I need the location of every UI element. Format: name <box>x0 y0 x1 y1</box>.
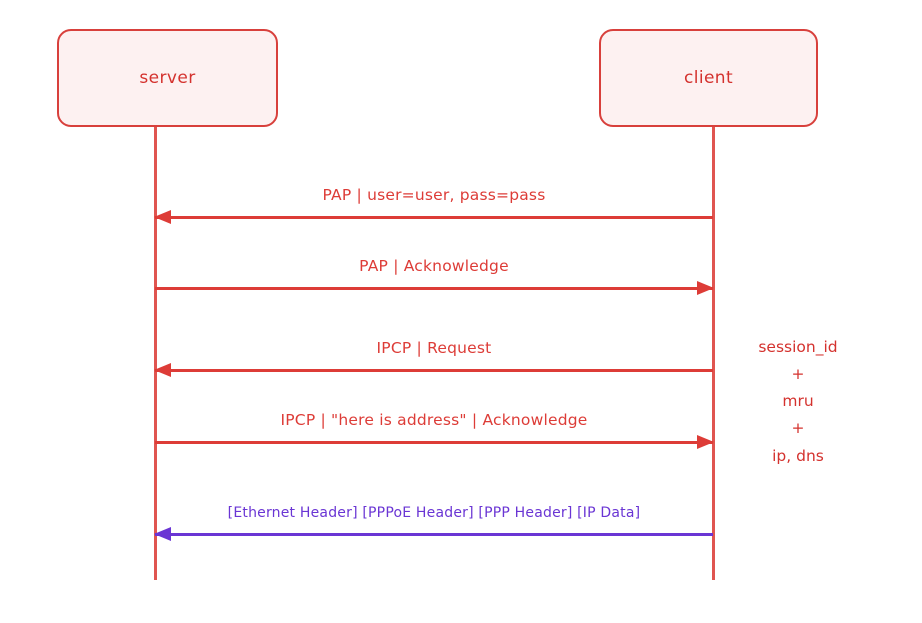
message-label-pap-credentials: PAP | user=user, pass=pass <box>322 186 546 204</box>
annotation-session-parameters: session_id + mru + ip, dns <box>734 334 862 470</box>
message-line <box>155 533 713 536</box>
message-label-data-frame: [Ethernet Header] [PPPoE Header] [PPP He… <box>227 505 641 521</box>
annotation-line-plus-1: + <box>791 365 805 384</box>
participant-label-server: server <box>139 68 196 88</box>
arrow-head-left-icon <box>154 210 171 224</box>
message-line <box>155 287 713 290</box>
participant-label-client: client <box>683 68 734 88</box>
arrow-head-right-icon <box>697 435 714 449</box>
annotation-line-session-id: session_id <box>758 338 838 356</box>
lifeline-server <box>154 127 157 580</box>
annotation-line-mru: mru <box>782 392 814 411</box>
participant-box-server[interactable]: server <box>57 29 278 127</box>
message-line <box>155 369 713 372</box>
message-label-ipcp-acknowledge: IPCP | "here is address" | Acknowledge <box>280 411 588 429</box>
participant-box-client[interactable]: client <box>599 29 818 127</box>
arrow-head-left-icon <box>154 363 171 377</box>
arrow-head-left-icon <box>154 527 171 541</box>
annotation-line-plus-2: + <box>791 419 805 438</box>
annotation-line-ip-dns: ip, dns <box>772 446 824 465</box>
message-label-pap-acknowledge: PAP | Acknowledge <box>359 257 509 275</box>
message-line <box>155 216 713 219</box>
arrow-head-right-icon <box>697 281 714 295</box>
lifeline-client <box>712 127 715 580</box>
message-line <box>155 441 713 444</box>
message-label-ipcp-request: IPCP | Request <box>376 339 492 357</box>
